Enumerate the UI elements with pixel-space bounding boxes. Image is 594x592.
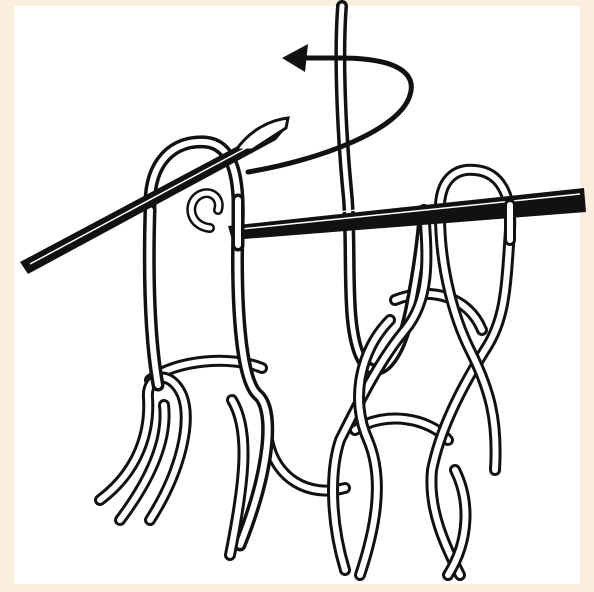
knitting-needle-right (228, 188, 586, 240)
wrap-direction-arrow (248, 44, 411, 172)
arrowhead-icon (282, 44, 308, 72)
yarn-curl (191, 193, 219, 228)
stitch-loop-left (100, 378, 186, 520)
stitch-loop-right (431, 170, 510, 575)
